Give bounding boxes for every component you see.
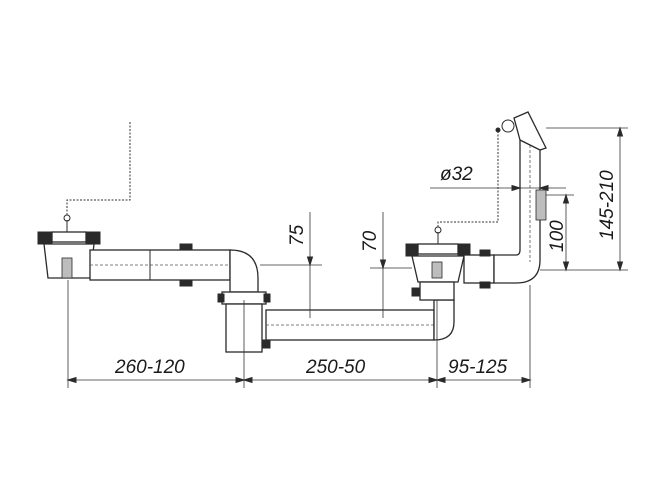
dim-diameter: ø32 [440,164,473,185]
dim-right-span: 95-125 [448,357,508,378]
dim-height-total: 145-210 [597,170,618,240]
left-strainer [37,214,101,279]
dimension-lines [66,126,628,388]
dim-left-span: 260-120 [114,357,185,378]
dim-height-75: 75 [287,224,308,246]
right-chain [437,130,499,227]
dim-height-100: 100 [547,220,568,252]
middle-horizontal-pipe [265,299,455,341]
dim-middle-span: 250-50 [305,357,366,378]
left-chain [66,122,131,215]
right-strainer [405,226,471,301]
dim-height-70: 70 [360,230,381,252]
right-side-pipe [463,111,547,289]
left-horizontal-pipe [89,243,259,293]
